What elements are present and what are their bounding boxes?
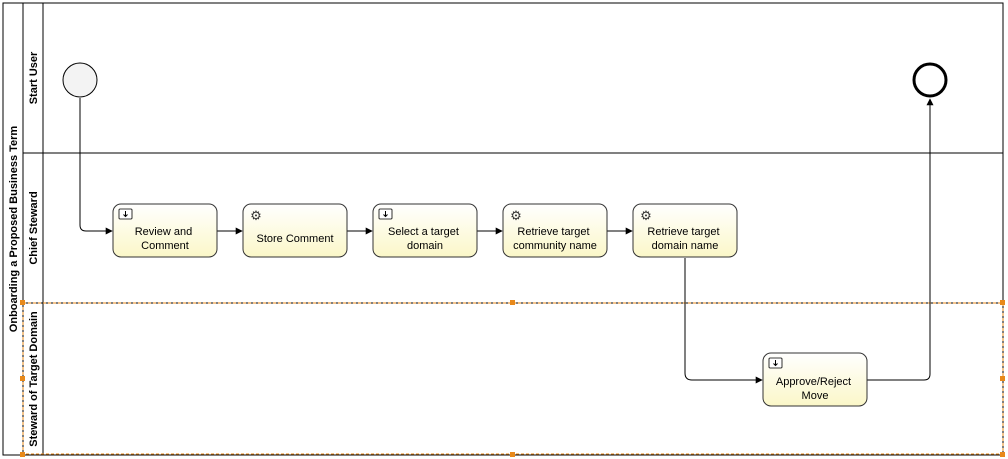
flow-approve-to-end[interactable] xyxy=(867,98,934,381)
svg-text:Store Comment: Store Comment xyxy=(256,233,333,245)
task-label-line: Move xyxy=(802,390,829,402)
flow-start-to-review[interactable] xyxy=(79,98,113,235)
svg-text:Approve/Reject Move: Approve/Reject Move xyxy=(776,376,854,402)
lane-label-steward-target-domain: Steward of Target Domain xyxy=(28,311,40,447)
lane-chief-steward[interactable]: Chief Steward xyxy=(28,153,44,303)
end-event[interactable] xyxy=(912,62,948,98)
task-approve-reject-move[interactable]: Approve/Reject Move xyxy=(762,352,868,407)
gear-icon: ⚙ xyxy=(640,209,652,224)
task-retrieve-target-community-name[interactable]: ⚙ Retrieve target community name xyxy=(502,203,608,258)
task-label-line: Select a target xyxy=(388,226,459,238)
task-label-line: Retrieve target xyxy=(517,226,589,238)
start-event[interactable] xyxy=(62,62,98,98)
task-label-line: Store Comment xyxy=(256,233,333,245)
user-task-icon xyxy=(768,357,783,369)
flow-domain-to-approve[interactable] xyxy=(684,258,763,384)
task-label-line: Approve/Reject xyxy=(776,376,851,388)
lane-label-start-user: Start User xyxy=(28,51,40,104)
svg-text:Retrieve target communit: Retrieve target community name xyxy=(513,226,597,252)
task-label-line: Comment xyxy=(141,240,189,252)
task-review-and-comment[interactable]: Review and Comment xyxy=(112,203,218,258)
gear-icon: ⚙ xyxy=(250,209,262,224)
sequence-flows xyxy=(79,98,934,384)
user-task-icon xyxy=(378,208,393,220)
svg-text:Review and Comment: Review and Comment xyxy=(135,226,196,252)
svg-text:Retrieve target domain n: Retrieve target domain name xyxy=(647,226,722,252)
task-label-line: Review and xyxy=(135,226,192,238)
task-retrieve-target-domain-name[interactable]: ⚙ Retrieve target domain name xyxy=(632,203,738,258)
task-label-line: community name xyxy=(513,240,597,252)
task-label-line: domain xyxy=(407,240,443,252)
task-select-target-domain[interactable]: Select a target domain xyxy=(372,203,478,258)
gear-icon: ⚙ xyxy=(510,209,522,224)
lane-start-user[interactable]: Start User xyxy=(22,3,1003,154)
lane-label-chief-steward: Chief Steward xyxy=(28,191,40,264)
pool-title: Onboarding a Proposed Business Term xyxy=(8,126,20,333)
task-label-line: Retrieve target xyxy=(647,226,719,238)
svg-text:Select a target domain: Select a target domain xyxy=(388,226,462,252)
user-task-icon xyxy=(118,208,133,220)
task-label-line: domain name xyxy=(652,240,719,252)
task-store-comment[interactable]: ⚙ Store Comment xyxy=(242,203,348,258)
selection-handles[interactable] xyxy=(20,300,1005,457)
